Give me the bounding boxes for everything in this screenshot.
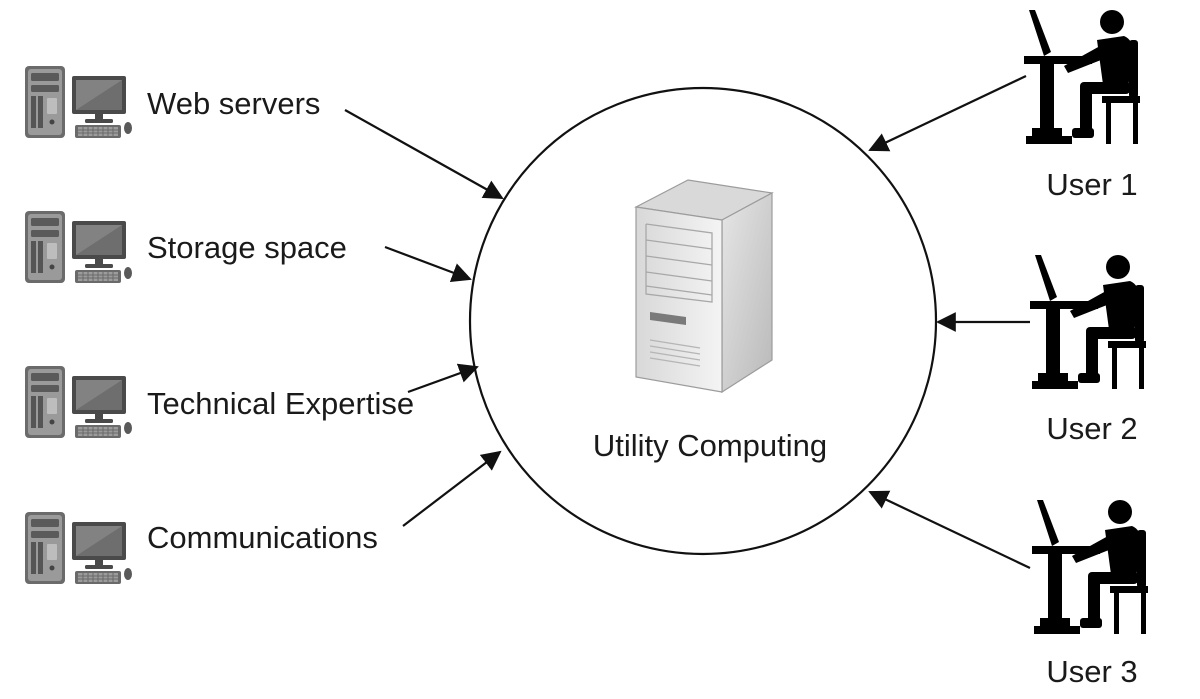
user-at-desk-icon-3 [1032, 500, 1148, 634]
arrow-communications [402, 450, 502, 527]
center-title: Utility Computing [592, 428, 828, 463]
computer-icon-storage-space [24, 210, 133, 284]
server-tower-icon [634, 179, 774, 394]
arrow-user-1 [868, 75, 1027, 152]
arrow-storage-space [384, 245, 472, 282]
user-label-1: User 1 [1046, 167, 1138, 202]
computer-icon-technical-expertise [24, 365, 133, 439]
user-label-2: User 2 [1046, 411, 1138, 446]
resource-label-storage-space: Storage space [147, 230, 347, 265]
user-at-desk-icon-2 [1030, 255, 1146, 389]
arrow-web-servers [344, 109, 504, 199]
resource-label-web-servers: Web servers [147, 86, 321, 121]
user-at-desk-icon-1 [1024, 10, 1140, 144]
resource-label-technical-expertise: Technical Expertise [147, 386, 415, 421]
utility-computing-circle [468, 86, 938, 556]
arrow-user-3 [868, 490, 1031, 569]
user-label-3: User 3 [1046, 654, 1138, 689]
arrow-technical-expertise [407, 363, 479, 394]
computer-icon-web-servers [24, 65, 133, 139]
resource-label-communications: Communications [147, 520, 378, 555]
computer-icon-communications [24, 511, 133, 585]
